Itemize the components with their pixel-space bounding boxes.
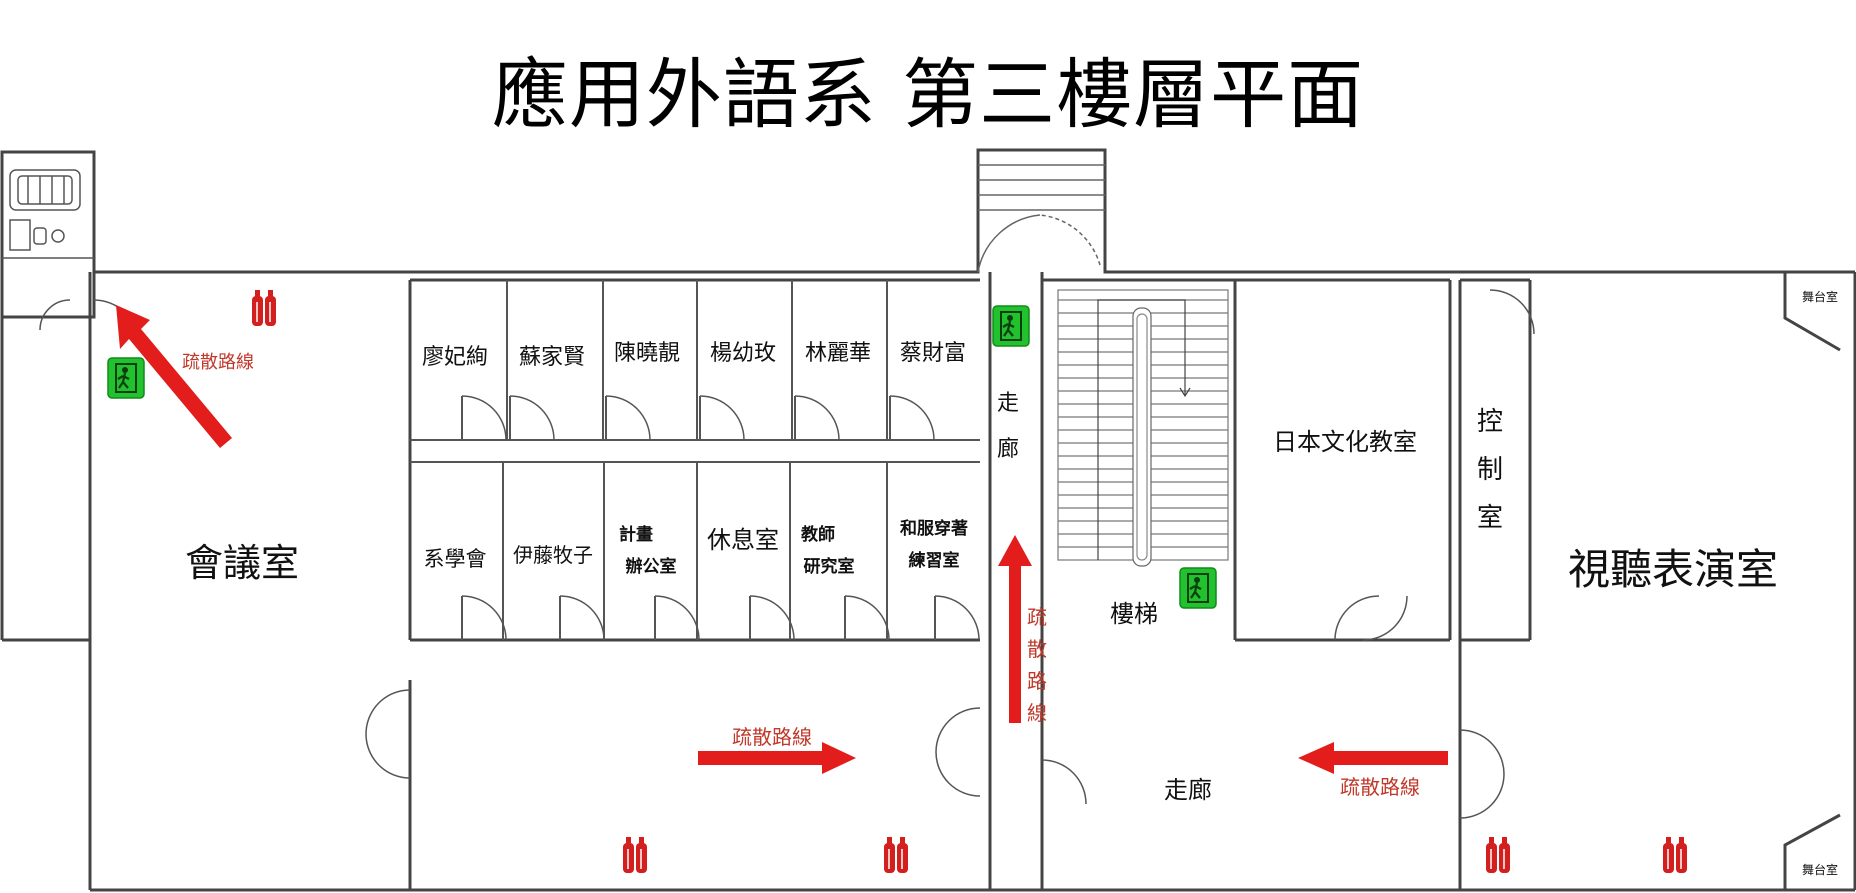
evac-label-conference: 疏散路線: [182, 352, 254, 373]
room-stairs: 樓梯: [1110, 600, 1158, 628]
room-japanese-culture: 日本文化教室: [1273, 428, 1417, 456]
room-office-7: 伊藤牧子: [513, 543, 593, 567]
corridor-vertical-char-2: 廊: [997, 437, 1019, 462]
room-office-3: 陳曉靚: [614, 341, 680, 366]
room-office-6: 蔡財富: [900, 341, 966, 366]
room-conference: 會議室: [185, 541, 299, 585]
evac-vertical-char-1: 疏: [1027, 605, 1047, 629]
control-room-char-3: 室: [1477, 503, 1503, 533]
control-room-char-1: 控: [1477, 407, 1503, 437]
evac-label-av: 疏散路線: [1340, 775, 1420, 799]
exit-sign-icon: [106, 356, 146, 400]
page-title: 應用外語系 第三樓層平面: [491, 50, 1365, 139]
room-faculty-research-line2: 研究室: [804, 556, 855, 577]
room-stage-bottom: 舞台室: [1802, 862, 1838, 877]
room-av-performance: 視聽表演室: [1568, 545, 1778, 594]
room-kimono-line1: 和服穿著: [900, 518, 968, 539]
exit-sign-icon: [991, 304, 1031, 348]
extinguisher-icon: [622, 836, 648, 874]
room-student-association: 系學會: [424, 547, 487, 571]
evac-vertical-char-2: 散: [1027, 637, 1047, 661]
room-planning-office-line1: 計畫: [619, 524, 653, 545]
extinguisher-icon: [251, 289, 277, 327]
room-lounge: 休息室: [707, 526, 779, 554]
control-room-char-2: 制: [1477, 455, 1503, 485]
room-faculty-research-line1: 教師: [800, 524, 835, 545]
corridor-vertical-char-1: 走: [997, 391, 1019, 416]
room-office-5: 林麗華: [805, 341, 871, 366]
room-office-1: 廖妃絢: [422, 345, 488, 370]
evac-label-hall: 疏散路線: [732, 725, 812, 749]
evac-vertical-char-4: 線: [1027, 701, 1047, 725]
room-office-2: 蘇家賢: [519, 345, 585, 370]
corridor-lower: 走廊: [1164, 776, 1212, 804]
exit-sign-icon: [1178, 566, 1218, 610]
room-office-4: 楊幼玫: [710, 341, 776, 366]
room-planning-office-line2: 辦公室: [626, 556, 677, 577]
room-stage-top: 舞台室: [1802, 289, 1838, 304]
extinguisher-icon: [1485, 836, 1511, 874]
extinguisher-icon: [1662, 836, 1688, 874]
extinguisher-icon: [883, 836, 909, 874]
room-kimono-line2: 練習室: [909, 550, 960, 571]
evac-vertical-char-3: 路: [1027, 669, 1047, 693]
